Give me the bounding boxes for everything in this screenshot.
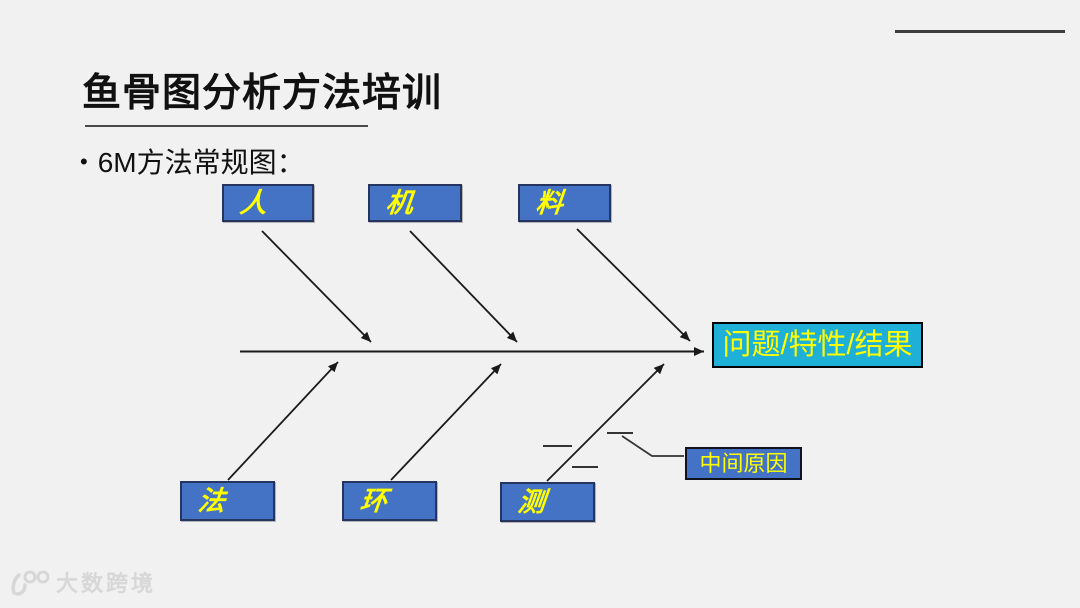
cause-box-environment: 环	[342, 481, 437, 521]
cause-box-machine: 机	[368, 184, 462, 222]
effect-label: 问题/特性/结果	[722, 328, 913, 361]
cause-box-material: 料	[518, 184, 611, 222]
title-underline	[85, 125, 368, 127]
cause-box-method: 法	[180, 481, 275, 521]
watermark: 大数跨境	[8, 566, 156, 598]
callout-connector	[621, 435, 684, 457]
callout-box: 中间原因	[685, 447, 802, 480]
page-title: 鱼骨图分析方法培训	[82, 72, 443, 115]
cause-label-machine: 机	[384, 187, 415, 218]
effect-box: 问题/特性/结果	[712, 322, 923, 368]
bullet-line: • 6M方法常规图：	[80, 141, 305, 181]
watermark-text: 大数跨境	[56, 571, 157, 596]
cause-label-material: 料	[534, 187, 565, 218]
cause-box-man: 人	[222, 184, 314, 222]
branch-arrow-environment	[390, 363, 502, 481]
branch-arrow-method	[227, 361, 339, 481]
branch-arrow-material	[576, 228, 691, 342]
branch-arrow-machine	[409, 230, 518, 343]
cause-label-method: 法	[196, 485, 227, 516]
bullet-text: 6M方法常规图：	[97, 147, 305, 178]
cause-label-environment: 环	[358, 485, 389, 516]
cause-label-measurement: 测	[516, 486, 547, 517]
callout-label: 中间原因	[699, 450, 788, 476]
cause-label-man: 人	[238, 187, 269, 218]
dashu-logo-icon	[11, 570, 50, 596]
cause-box-measurement: 测	[500, 482, 595, 522]
bullet-marker: •	[80, 149, 88, 174]
branch-arrow-measurement	[546, 363, 665, 482]
top-right-rule	[895, 30, 1065, 33]
branch-arrow-man	[261, 230, 372, 343]
